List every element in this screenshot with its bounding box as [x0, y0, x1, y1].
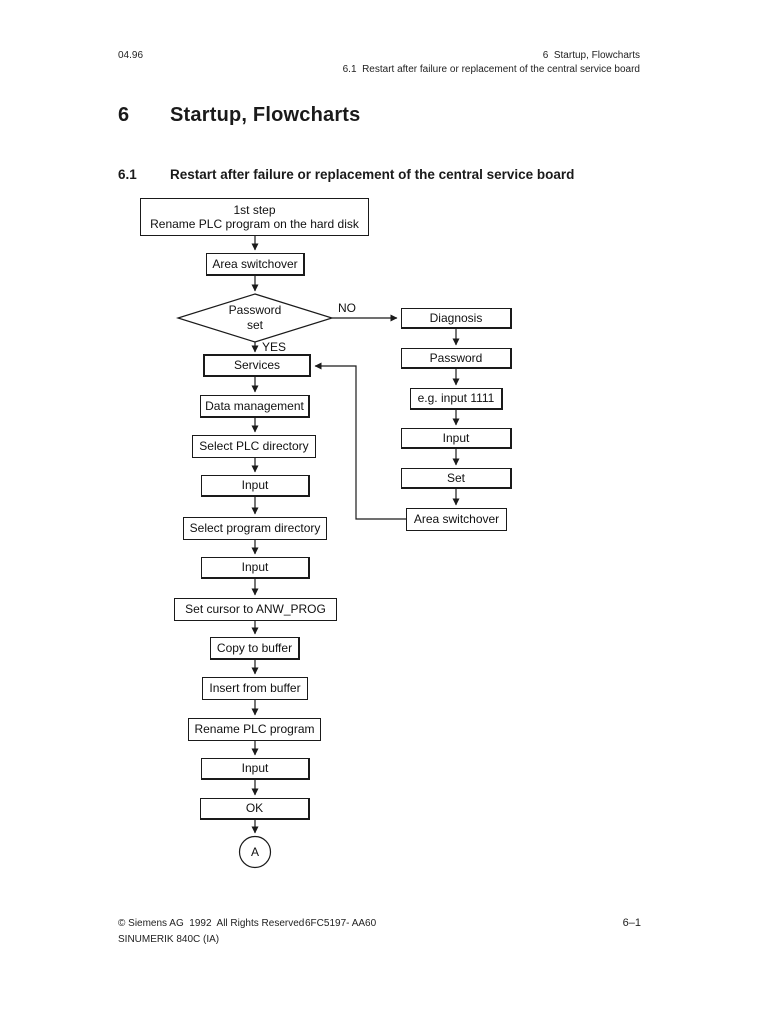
footer-product: SINUMERIK 840C (IA)	[118, 934, 220, 945]
flow-node-rename-plc-program: Rename PLC program	[188, 718, 321, 741]
flow-node-ok: OK	[200, 798, 310, 820]
flow-node-area-switchover-right: Area switchover	[406, 508, 507, 531]
flow-node-services: Services	[203, 354, 311, 377]
footer-page-number: 6–1	[622, 917, 641, 929]
flow-node-step1-line2: Rename PLC program on the hard disk	[150, 217, 359, 231]
footer-order-number: 6FC5197- AA60	[305, 918, 377, 929]
header-date: 04.96	[118, 50, 144, 61]
flow-node-insert-from-buffer: Insert from buffer	[202, 677, 308, 700]
flow-node-data-management: Data management	[200, 395, 310, 418]
flow-node-diagnosis: Diagnosis	[401, 308, 512, 329]
flow-node-area-switchover-left: Area switchover	[206, 253, 305, 276]
header-section-ref: 6.1 Restart after failure or replacement…	[342, 64, 640, 75]
flow-node-input-3: Input	[201, 758, 310, 780]
flow-node-copy-to-buffer: Copy to buffer	[210, 637, 300, 660]
chapter-title: Startup, Flowcharts	[170, 104, 361, 126]
flow-node-set-cursor: Set cursor to ANW_PROG	[174, 598, 337, 621]
flow-node-select-plc-directory: Select PLC directory	[192, 435, 316, 458]
flow-node-input-right: Input	[401, 428, 512, 449]
chapter-number: 6	[118, 104, 130, 126]
decision-yes-label: YES	[262, 340, 287, 354]
flow-node-password: Password	[401, 348, 512, 369]
decision-no-label: NO	[338, 301, 356, 315]
flow-node-eg-input-1111: e.g. input 1111	[410, 388, 503, 410]
section-number: 6.1	[118, 167, 137, 182]
flow-node-input-2: Input	[201, 557, 310, 579]
header-chapter-ref: 6 Startup, Flowcharts	[542, 50, 640, 61]
flow-node-step1-line1: 1st step	[233, 202, 276, 217]
flow-decision-password-set: Password set	[228, 303, 282, 332]
section-heading: Restart after failure or replacement of …	[170, 167, 575, 182]
flow-connector-a: A	[250, 845, 259, 859]
flow-node-step1: 1st step Rename PLC program on the hard …	[140, 198, 369, 236]
flow-node-set-right: Set	[401, 468, 512, 489]
footer-copyright: © Siemens AG 1992 All Rights Reserved	[118, 918, 305, 929]
flow-node-select-program-directory: Select program directory	[183, 517, 327, 540]
flow-node-input-1: Input	[201, 475, 310, 497]
